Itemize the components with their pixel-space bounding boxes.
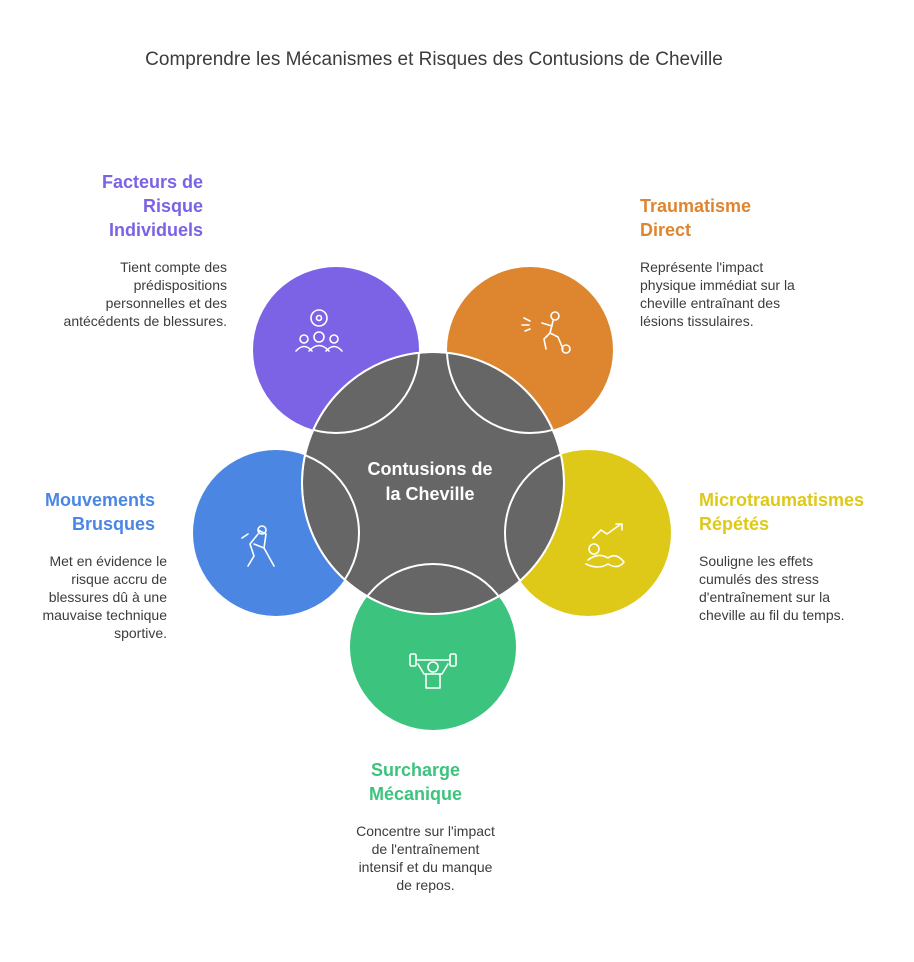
center-line-2: la Cheville	[385, 484, 475, 504]
heading-traumatisme-line-2: Direct	[640, 220, 692, 240]
center-label: Contusions de la Cheville	[350, 457, 510, 507]
heading-facteurs-line-3: Individuels	[108, 220, 203, 240]
heading-surcharge-line-1: Surcharge	[370, 760, 461, 780]
center-outline	[301, 351, 565, 615]
heading-traumatisme-line-1: Traumatisme	[640, 196, 752, 216]
description-mouvements: Met en évidence le risque accru de bless…	[42, 553, 167, 641]
heading-surcharge: Surcharge Mécanique	[333, 758, 498, 806]
description-surcharge: Concentre sur l'impact de l'entraînement…	[356, 823, 495, 893]
repetitive-strain-icon	[585, 523, 625, 568]
heading-micro-line-2: Répétés	[699, 514, 770, 534]
description-facteurs: Tient compte des prédispositions personn…	[63, 259, 227, 329]
center-line-1: Contusions de	[367, 459, 493, 479]
heading-facteurs-line-2: Risque	[142, 196, 203, 216]
description-micro: Souligne les effets cumulés des stress d…	[699, 553, 845, 623]
heading-mouvements-line-2: Brusques	[71, 514, 155, 534]
weightlifting-icon	[409, 653, 457, 689]
heading-mouvements-line-1: Mouvements	[44, 490, 155, 510]
sudden-twist-icon	[241, 525, 275, 567]
description-traumatisme: Représente l'impact physique immédiat su…	[640, 259, 795, 329]
kick-impact-icon	[521, 311, 571, 354]
heading-surcharge-line-2: Mécanique	[368, 784, 463, 804]
heading-facteurs-line-1: Facteurs de	[101, 172, 203, 192]
heading-micro-line-1: Microtraumatismes	[699, 490, 865, 510]
diagram-title: Comprendre les Mécanismes et Risques des…	[145, 49, 723, 70]
heading-mouvements: Mouvements Brusques	[20, 488, 155, 536]
heading-facteurs: Facteurs de Risque Individuels	[40, 170, 203, 242]
team-soccer-icon	[295, 309, 343, 352]
heading-traumatisme: Traumatisme Direct	[640, 194, 800, 242]
heading-micro: Microtraumatismes Répétés	[699, 488, 899, 536]
